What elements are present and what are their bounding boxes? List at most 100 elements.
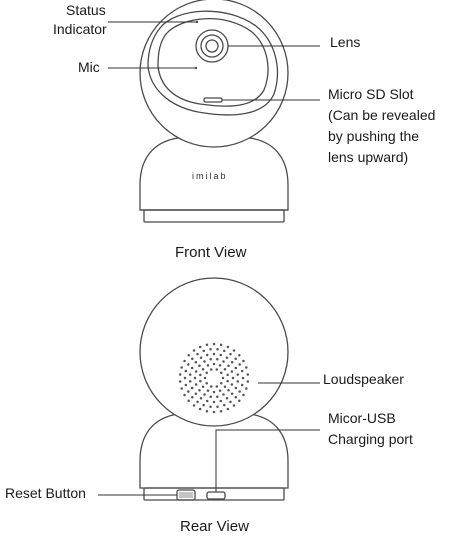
front-base-foot bbox=[143, 209, 285, 223]
leader-lines bbox=[98, 21, 320, 496]
speaker-hole bbox=[209, 368, 213, 371]
speaker-hole bbox=[199, 396, 203, 400]
speaker-hole bbox=[180, 387, 183, 390]
speaker-hole bbox=[226, 345, 230, 349]
speaker-hole bbox=[223, 368, 227, 371]
lens-mid bbox=[200, 34, 224, 58]
speaker-hole bbox=[188, 373, 192, 376]
front-face-rim bbox=[147, 10, 278, 116]
speaker-hole bbox=[230, 361, 234, 364]
speaker-hole bbox=[194, 383, 198, 386]
front-face-dots bbox=[194, 20, 199, 70]
speaker-hole bbox=[212, 400, 216, 404]
lens-inner bbox=[205, 39, 219, 53]
speaker-hole bbox=[199, 379, 202, 383]
speaker-hole bbox=[222, 393, 225, 396]
mic-label: Mic bbox=[78, 59, 100, 75]
speaker-hole bbox=[209, 347, 212, 351]
front-camera bbox=[139, 0, 289, 223]
speaker-hole bbox=[192, 349, 196, 352]
speaker-hole bbox=[209, 405, 212, 409]
speaker-hole bbox=[240, 383, 244, 387]
loudspeaker-label: Loudspeaker bbox=[323, 371, 404, 387]
speaker-hole bbox=[232, 404, 236, 407]
speaker-hole bbox=[238, 354, 241, 357]
speaker-hole bbox=[202, 349, 205, 353]
speaker-hole bbox=[226, 373, 229, 377]
speaker-hole bbox=[227, 364, 230, 368]
speaker-hole bbox=[234, 366, 238, 370]
speaker-hole bbox=[201, 368, 205, 371]
speaker-hole bbox=[212, 342, 216, 346]
speaker-hole bbox=[178, 373, 182, 376]
speaker-hole bbox=[238, 399, 241, 402]
rear-view-title: Rear View bbox=[180, 518, 249, 535]
speaker-hole bbox=[178, 380, 182, 383]
rear-head-sphere bbox=[139, 277, 289, 427]
speaker-hole bbox=[216, 395, 219, 398]
rear-camera bbox=[139, 277, 289, 501]
speaker-hole bbox=[190, 366, 194, 370]
rear-base bbox=[139, 413, 289, 489]
speaker-hole bbox=[193, 376, 197, 380]
speaker-hole bbox=[229, 400, 232, 404]
speaker-hole bbox=[199, 373, 202, 377]
speaker-hole bbox=[246, 373, 250, 376]
speaker-hole bbox=[223, 349, 226, 353]
speaker-hole bbox=[230, 392, 234, 395]
loudspeaker-grille bbox=[178, 342, 250, 414]
speaker-hole bbox=[242, 359, 245, 363]
speaker-hole bbox=[183, 376, 187, 380]
speaker-hole bbox=[209, 395, 212, 398]
speaker-hole bbox=[196, 400, 199, 404]
reset-button-ridges bbox=[179, 492, 193, 498]
speaker-hole bbox=[198, 407, 202, 411]
speaker-hole bbox=[187, 354, 190, 357]
leader-charging-port bbox=[215, 429, 320, 492]
reset-button-label: Reset Button bbox=[5, 485, 86, 501]
speaker-hole bbox=[238, 390, 241, 393]
speaker-hole bbox=[212, 362, 216, 366]
speaker-hole bbox=[227, 388, 230, 392]
speaker-hole bbox=[205, 371, 208, 374]
speaker-hole bbox=[219, 353, 223, 357]
speaker-hole bbox=[202, 403, 205, 407]
speaker-hole bbox=[231, 376, 235, 380]
speaker-hole bbox=[183, 359, 186, 363]
speaker-hole bbox=[234, 386, 238, 390]
status-indicator-dot bbox=[195, 20, 199, 24]
speaker-hole bbox=[220, 382, 223, 385]
speaker-hole bbox=[236, 373, 240, 376]
speaker-hole bbox=[184, 369, 188, 373]
speaker-hole bbox=[215, 368, 219, 371]
speaker-hole bbox=[194, 361, 198, 364]
speaker-hole bbox=[215, 385, 219, 388]
speaker-hole bbox=[225, 356, 229, 360]
speaker-hole bbox=[205, 382, 208, 385]
speaker-hole bbox=[212, 352, 216, 356]
speaker-hole bbox=[199, 356, 203, 360]
status-indicator-label: Status bbox=[66, 2, 106, 18]
front-view-title: Front View bbox=[175, 244, 247, 261]
speaker-hole bbox=[221, 376, 225, 380]
speaker-hole bbox=[230, 383, 234, 386]
speaker-hole bbox=[206, 364, 210, 367]
speaker-hole bbox=[205, 343, 209, 346]
speaker-hole bbox=[206, 389, 210, 392]
speaker-hole bbox=[219, 410, 223, 413]
speaker-hole bbox=[184, 383, 188, 387]
speaker-hole bbox=[194, 392, 198, 395]
speaker-hole bbox=[192, 404, 196, 407]
speaker-hole bbox=[180, 366, 183, 369]
front-face-inner bbox=[157, 18, 269, 107]
speaker-hole bbox=[245, 387, 248, 390]
speaker-hole bbox=[212, 390, 216, 394]
usb-port bbox=[206, 491, 226, 500]
speaker-hole bbox=[219, 343, 223, 346]
brand-logo: imilab bbox=[192, 171, 228, 181]
speaker-hole bbox=[183, 393, 186, 397]
speaker-hole bbox=[230, 370, 234, 373]
speaker-hole bbox=[241, 376, 245, 380]
